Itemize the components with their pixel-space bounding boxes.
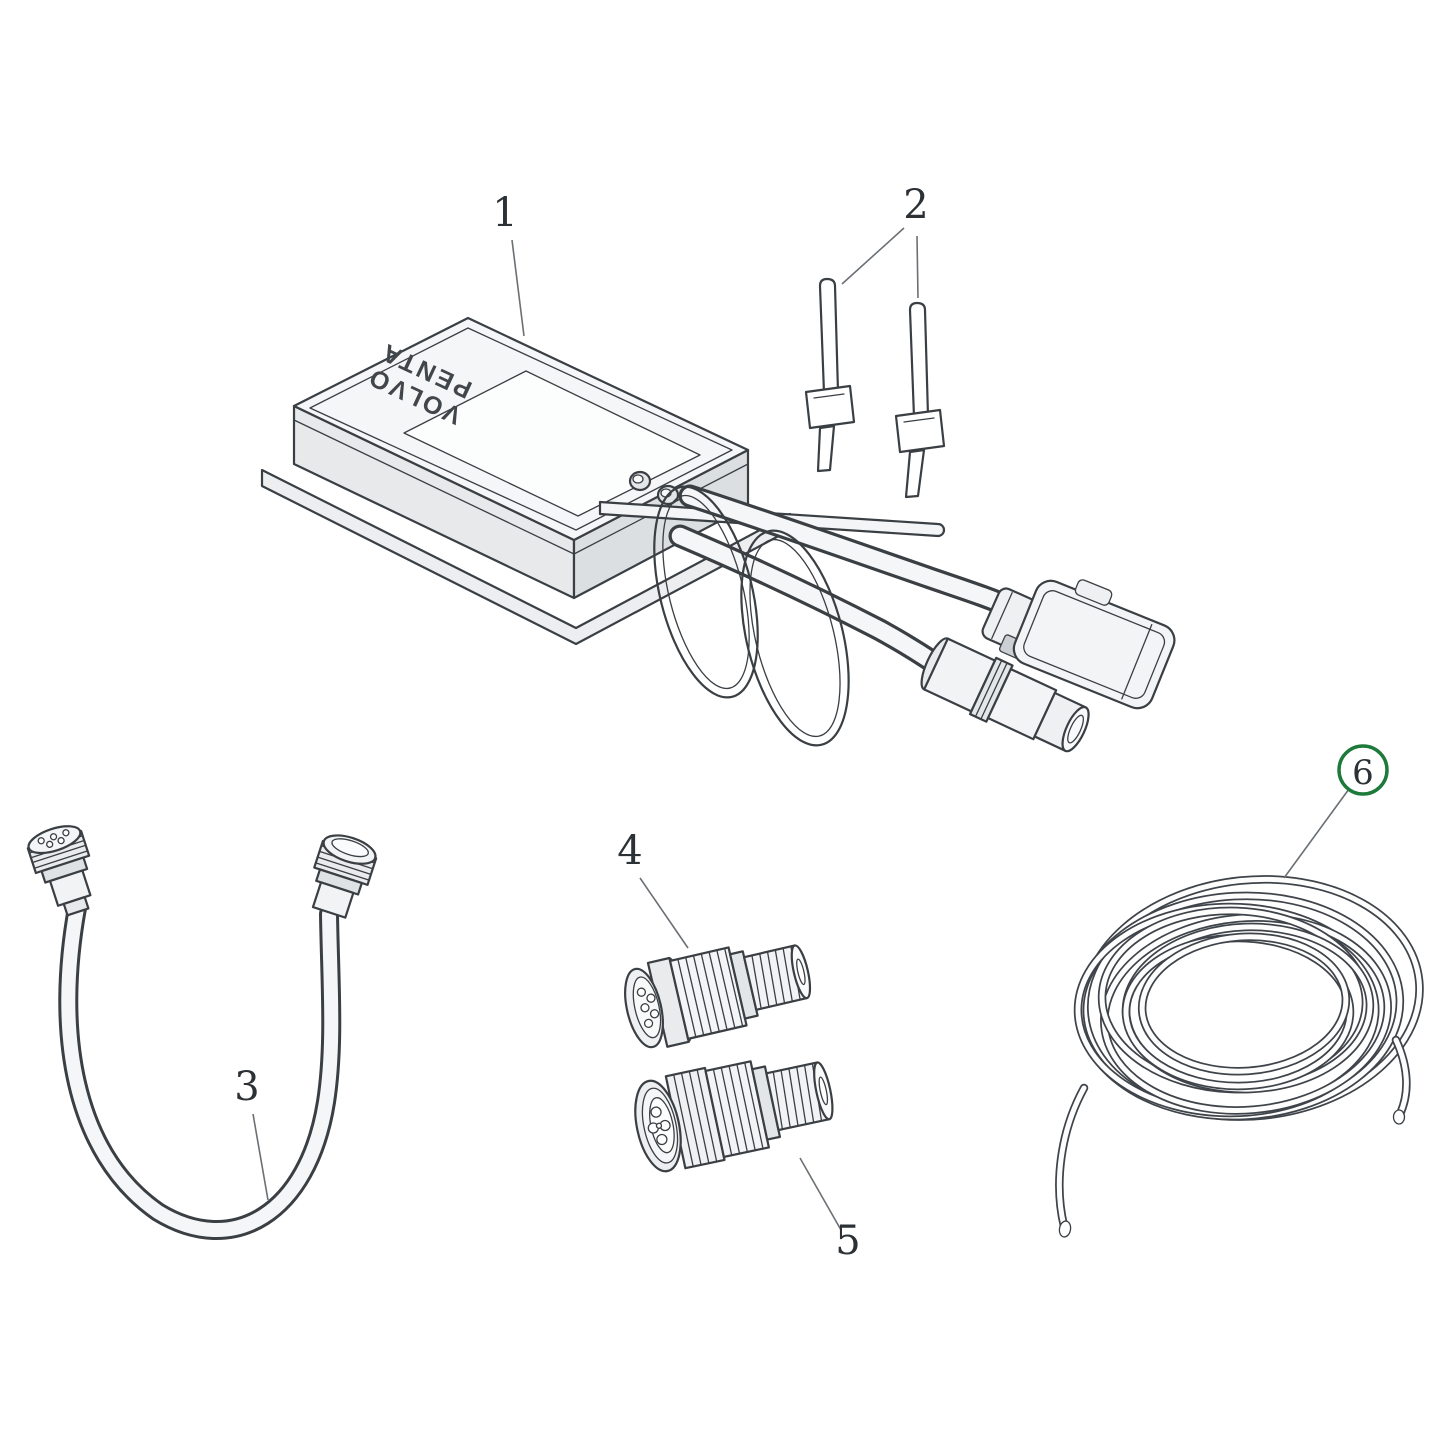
callout-6-circle[interactable] bbox=[1337, 744, 1389, 796]
cable-3-connector-left bbox=[26, 825, 92, 917]
zip-tie-left bbox=[653, 277, 856, 699]
part-4-connector-male bbox=[624, 944, 812, 1049]
part-5-connector-female bbox=[634, 1060, 834, 1173]
zip-tie-right-head bbox=[894, 408, 946, 454]
coil-end-cap bbox=[1058, 1220, 1072, 1238]
round-connector bbox=[920, 637, 1090, 753]
part-2-cable-ties bbox=[653, 277, 946, 747]
lower-cable-core bbox=[671, 527, 945, 673]
unit-label-panel bbox=[403, 370, 701, 517]
callout-2-leader bbox=[841, 227, 919, 299]
unit-top-bevel bbox=[309, 327, 733, 531]
cable-3-core bbox=[61, 901, 339, 1237]
cable-3-connector-right bbox=[311, 834, 378, 919]
callout-3-number[interactable]: 3 bbox=[234, 1064, 259, 1110]
zip-tie-left-head bbox=[804, 384, 856, 430]
callout-1-number[interactable]: 1 bbox=[492, 190, 517, 236]
unit-cables bbox=[668, 484, 1176, 753]
unit-button-highlight bbox=[632, 474, 644, 484]
part-6-cable-coil bbox=[1055, 875, 1424, 1238]
callout-5-leader bbox=[799, 1157, 842, 1231]
callout-1-leader bbox=[511, 239, 525, 337]
callout-6-highlighted[interactable]: 6 bbox=[1283, 744, 1389, 879]
callout-4[interactable]: 4 bbox=[617, 828, 689, 949]
zip-tie-right-strap bbox=[908, 301, 930, 419]
callout-3-leader bbox=[252, 1113, 269, 1201]
zip-tie-right-stub bbox=[904, 448, 926, 499]
part-1-control-unit: VOLVO PENTA bbox=[260, 316, 946, 646]
zip-tie-left-stub bbox=[816, 424, 836, 473]
zip-tie-right bbox=[740, 301, 946, 747]
part-3-cable bbox=[26, 825, 378, 1240]
callout-6-number[interactable]: 6 bbox=[1352, 753, 1374, 793]
callout-5[interactable]: 5 bbox=[799, 1157, 861, 1264]
callout-1[interactable]: 1 bbox=[492, 190, 525, 337]
callout-2-number[interactable]: 2 bbox=[903, 182, 928, 228]
callout-4-leader bbox=[639, 877, 689, 949]
callout-6-leader bbox=[1283, 788, 1350, 879]
zip-tie-left-strap bbox=[818, 277, 840, 395]
upper-cable-core bbox=[681, 487, 1021, 617]
callout-5-number[interactable]: 5 bbox=[835, 1218, 860, 1264]
rect-connector bbox=[1012, 579, 1176, 710]
callout-4-number[interactable]: 4 bbox=[617, 828, 642, 874]
callout-2[interactable]: 2 bbox=[841, 182, 929, 299]
callout-3[interactable]: 3 bbox=[234, 1064, 269, 1201]
coil-end-cap bbox=[1392, 1109, 1406, 1125]
